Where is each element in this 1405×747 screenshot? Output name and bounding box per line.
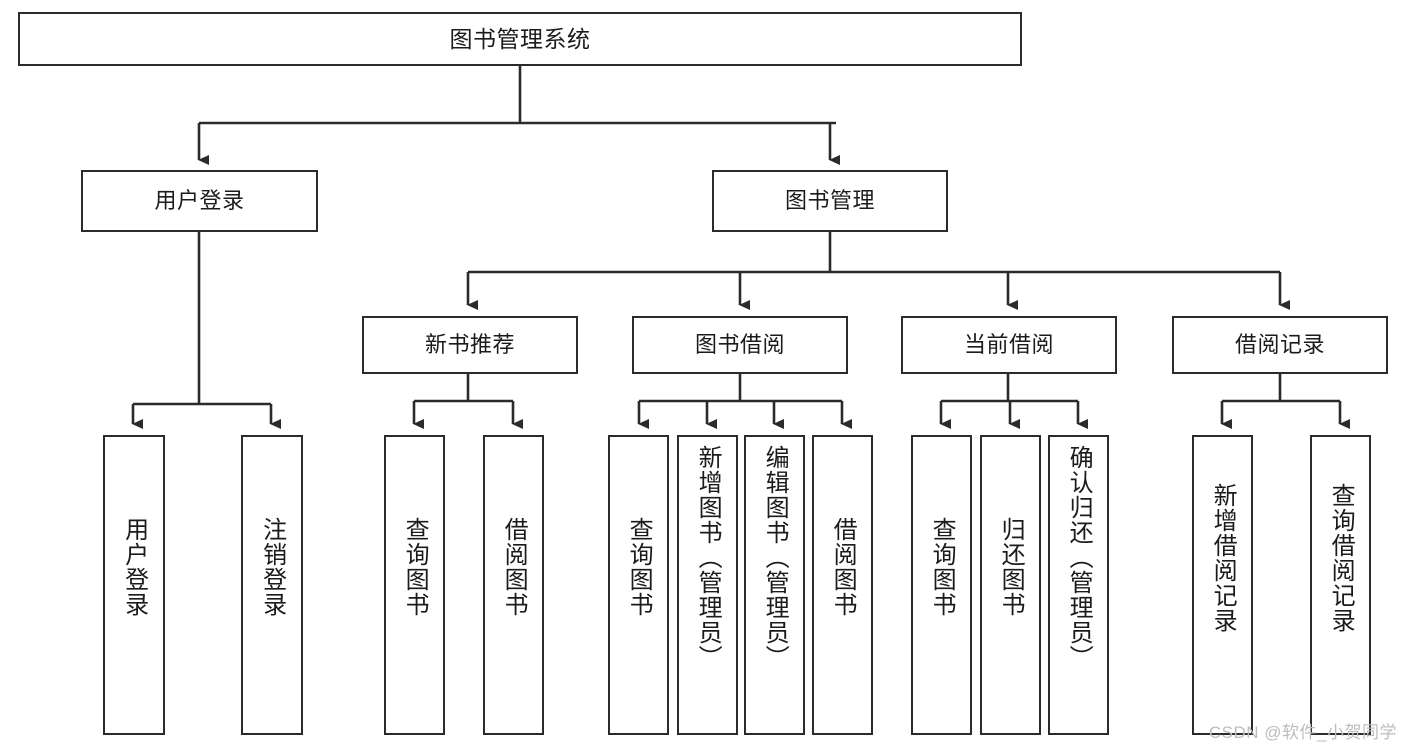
leaf-user-login-login[interactable]: 用户登录 xyxy=(103,435,165,735)
node-user-login[interactable]: 用户登录 xyxy=(81,170,318,232)
leaf-book-borrow-borrow-book[interactable]: 借阅图书 xyxy=(812,435,873,735)
node-label: 当前借阅 xyxy=(963,332,1054,357)
leaf-borrow-record-add-record[interactable]: 新增借阅记录 xyxy=(1192,435,1253,735)
csdn-watermark: CSDN @软件_小贺同学 xyxy=(1208,723,1397,742)
node-label: 新书推荐 xyxy=(424,332,515,357)
node-label: 注销登录 xyxy=(258,517,286,617)
leaf-new-book-query-book[interactable]: 查询图书 xyxy=(384,435,445,735)
node-label: 查询借阅记录 xyxy=(1327,483,1355,633)
leaf-user-login-logout[interactable]: 注销登录 xyxy=(241,435,303,735)
node-label: 新增图书（管理员） xyxy=(694,445,722,670)
leaf-current-borrow-query-book[interactable]: 查询图书 xyxy=(911,435,972,735)
node-label: 查询图书 xyxy=(928,517,956,617)
leaf-book-borrow-query-book[interactable]: 查询图书 xyxy=(608,435,669,735)
node-root-book-management-system[interactable]: 图书管理系统 xyxy=(18,12,1022,66)
leaf-book-borrow-edit-book-admin[interactable]: 编辑图书（管理员） xyxy=(744,435,805,735)
node-label: 查询图书 xyxy=(401,517,429,617)
node-label: 用户登录 xyxy=(120,517,148,617)
node-label: 归还图书 xyxy=(997,517,1025,617)
node-current-borrow[interactable]: 当前借阅 xyxy=(901,316,1117,374)
node-label: 查询图书 xyxy=(625,517,653,617)
node-book-borrow[interactable]: 图书借阅 xyxy=(632,316,848,374)
node-label: 图书管理 xyxy=(784,188,875,213)
node-label: 确认归还（管理员） xyxy=(1065,445,1093,670)
node-borrow-record[interactable]: 借阅记录 xyxy=(1172,316,1388,374)
leaf-borrow-record-query-record[interactable]: 查询借阅记录 xyxy=(1310,435,1371,735)
leaf-new-book-borrow-book[interactable]: 借阅图书 xyxy=(483,435,544,735)
leaf-current-borrow-return-book[interactable]: 归还图书 xyxy=(980,435,1041,735)
node-label: 图书借阅 xyxy=(694,332,785,357)
node-label: 图书管理系统 xyxy=(449,25,591,52)
node-label: 新增借阅记录 xyxy=(1209,483,1237,633)
node-label: 借阅图书 xyxy=(500,517,528,617)
node-new-book-recommend[interactable]: 新书推荐 xyxy=(362,316,578,374)
node-label: 编辑图书（管理员） xyxy=(761,445,789,670)
node-label: 用户登录 xyxy=(154,188,245,213)
node-label: 借阅记录 xyxy=(1234,332,1325,357)
node-book-management[interactable]: 图书管理 xyxy=(712,170,948,232)
node-label: 借阅图书 xyxy=(829,517,857,617)
leaf-current-borrow-confirm-return-admin[interactable]: 确认归还（管理员） xyxy=(1048,435,1109,735)
leaf-book-borrow-add-book-admin[interactable]: 新增图书（管理员） xyxy=(677,435,738,735)
